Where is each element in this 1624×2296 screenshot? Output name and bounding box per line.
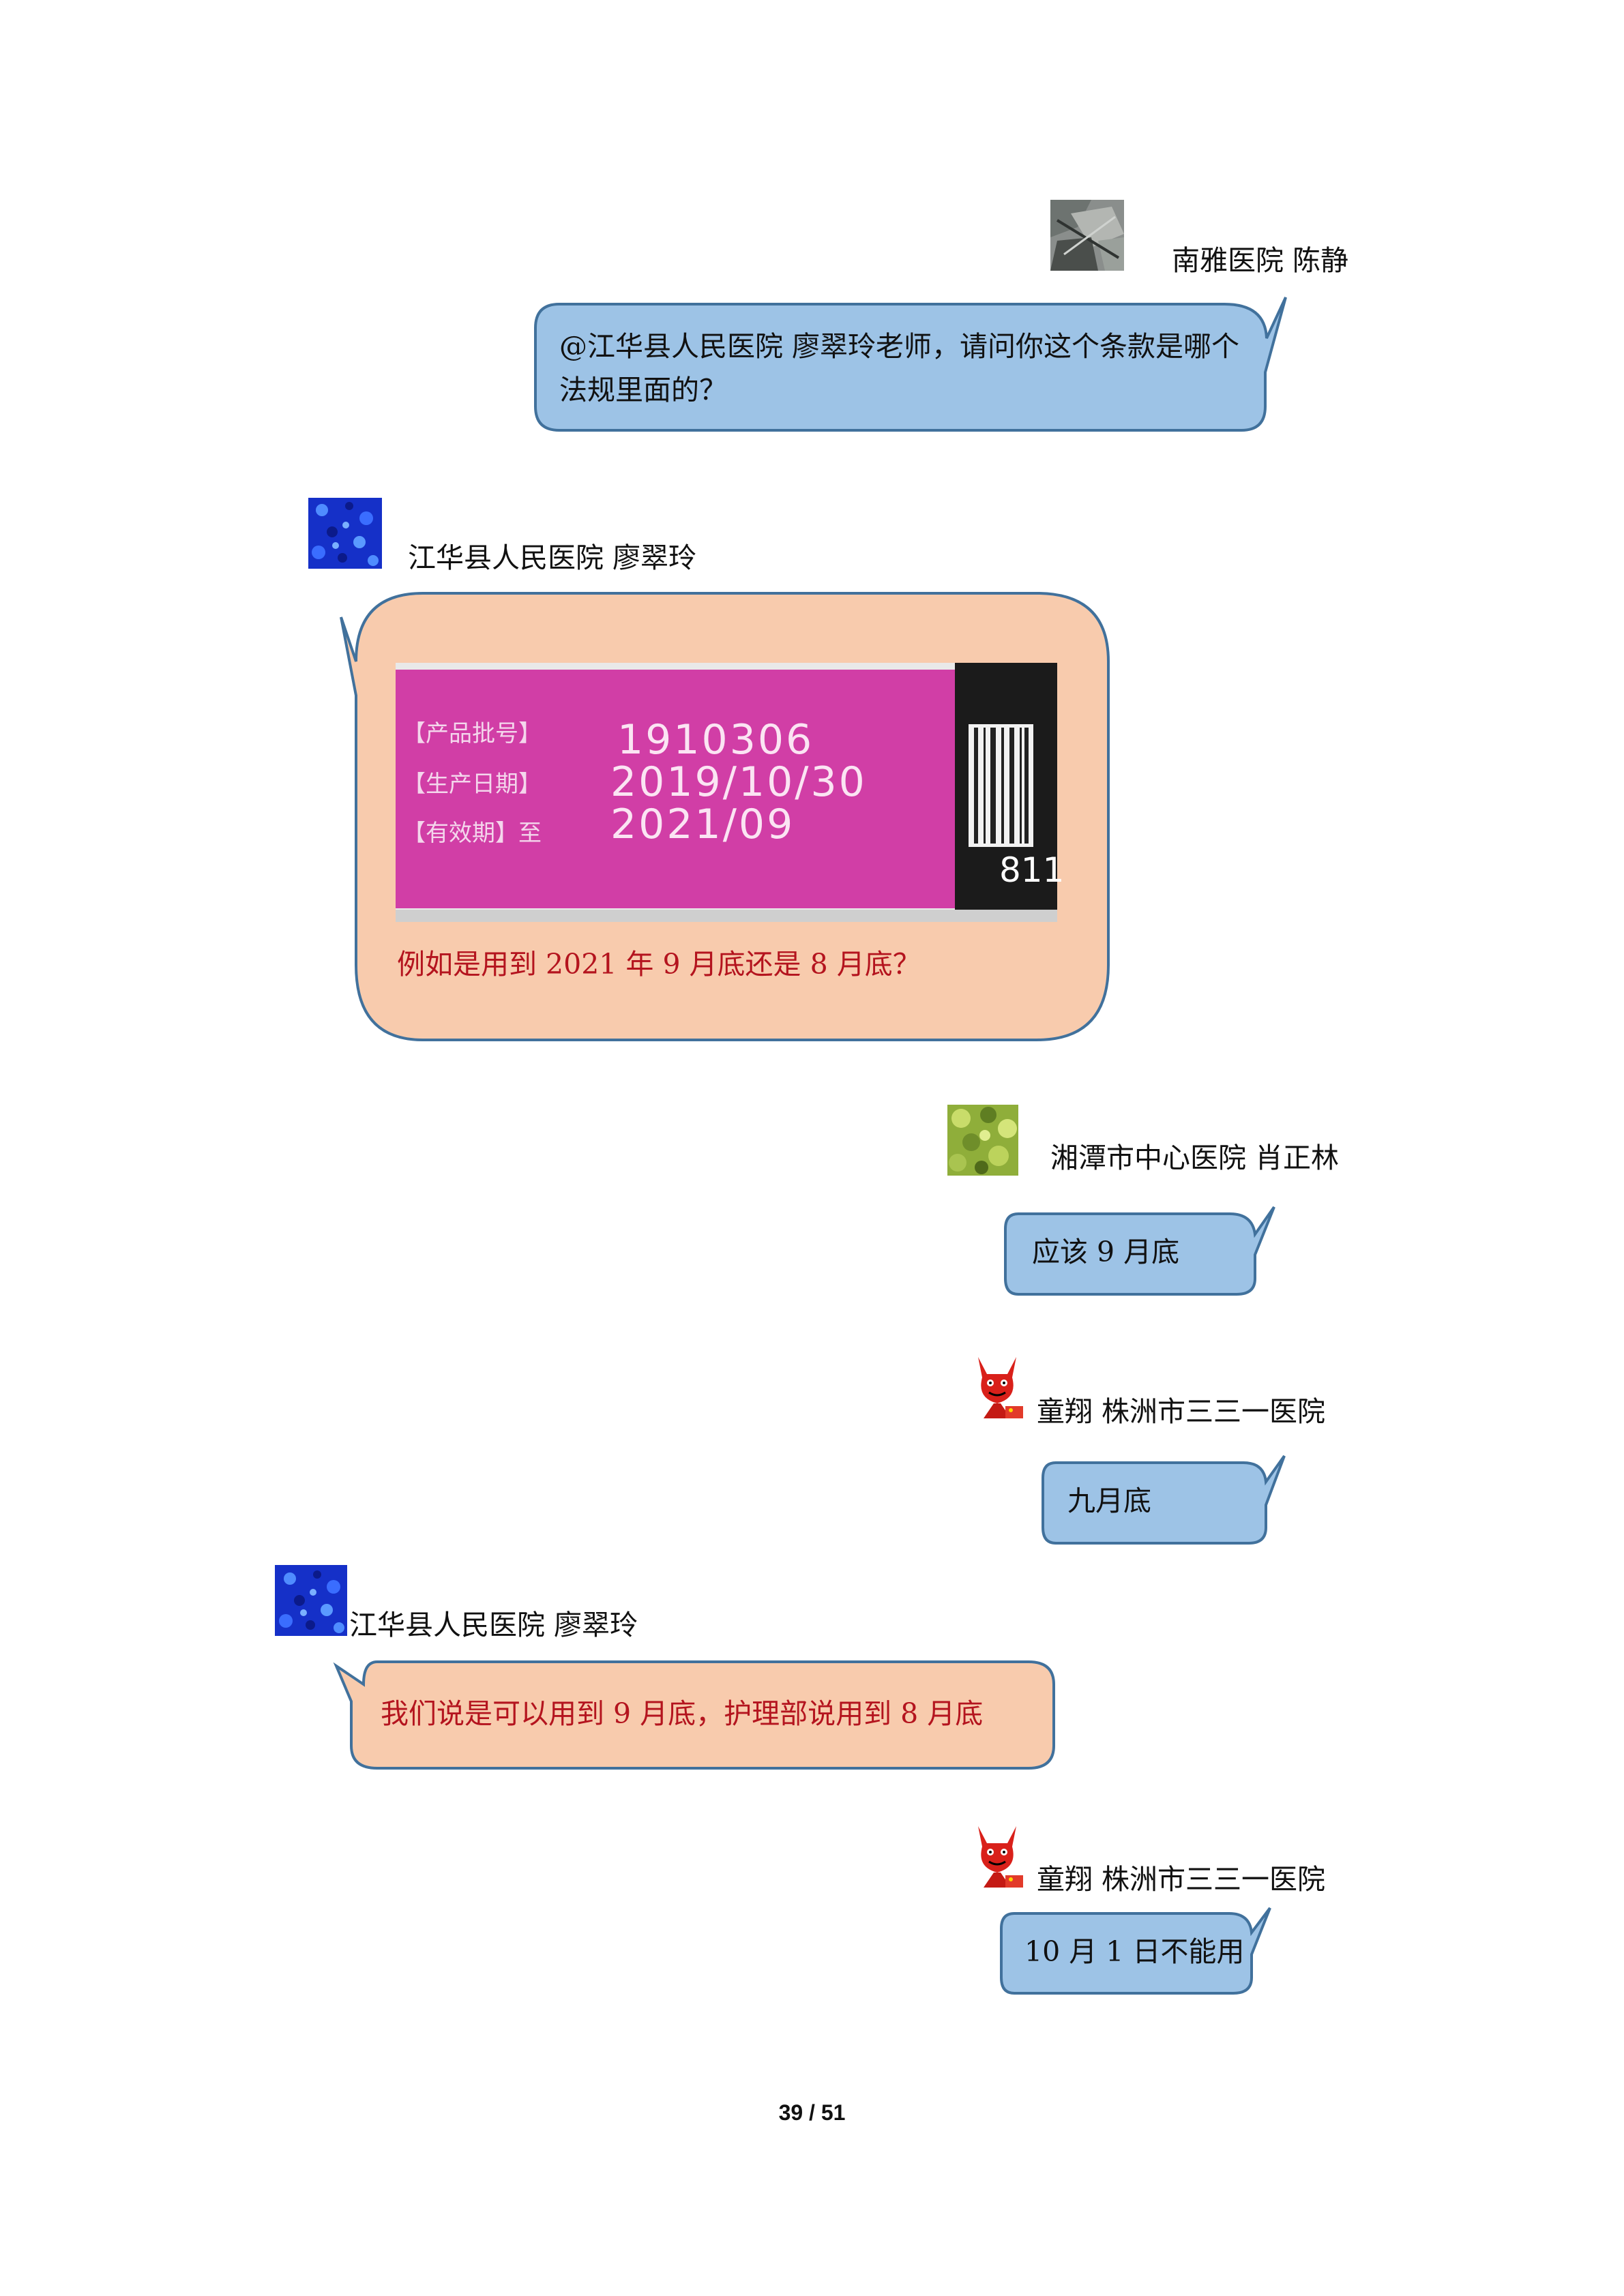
- page-number: 39 / 51: [778, 2100, 846, 2125]
- message-bubble: @江华县人民医院 廖翠玲老师，请问你这个条款是哪个法规里面的？: [529, 297, 1287, 441]
- message-text: 我们说是可以用到 9 月底，护理部说用到 8 月底: [381, 1697, 984, 1730]
- message-bubble: 我们说是可以用到 9 月底，护理部说用到 8 月底: [333, 1654, 1059, 1773]
- sender-name: 南雅医院 陈静: [1172, 244, 1349, 277]
- sender-name: 童翔 株洲市三三一医院: [1037, 1863, 1326, 1896]
- product-label-photo: 【产品批号】 1910306 【生产日期】 2019/10/30 【有效期】至 …: [396, 663, 1064, 922]
- message-bubble: 九月底: [1039, 1455, 1286, 1548]
- label-value: 2019/10/30: [610, 758, 867, 806]
- label-key: 【生产日期】: [402, 771, 542, 798]
- message-text: 应该 9 月底: [1032, 1236, 1180, 1268]
- sender-name: 湘潭市中心医院 肖正林: [1050, 1142, 1340, 1174]
- avatar-tongxiang: [963, 1819, 1031, 1891]
- sender-name: 江华县人民医院 廖翠玲: [408, 541, 697, 574]
- message-text: @江华县人民医院 廖翠玲老师，请问你这个条款是哪个法规里面的？: [559, 330, 1240, 406]
- barcode-digits: 811: [999, 850, 1065, 890]
- message-text: 九月底: [1067, 1485, 1151, 1517]
- label-key: 【有效期】至: [402, 820, 542, 847]
- sender-name: 江华县人民医院 廖翠玲: [349, 1609, 638, 1641]
- avatar-nanya: [1050, 200, 1124, 271]
- label-key: 【产品批号】: [402, 720, 542, 747]
- avatar-xiangtan: [947, 1105, 1018, 1176]
- avatar-jianghua: [275, 1565, 347, 1636]
- message-bubble: 10 月 1 日不能用: [997, 1907, 1271, 1998]
- message-bubble: 应该 9 月底: [1001, 1206, 1275, 1299]
- message-bubble: 【产品批号】 1910306 【生产日期】 2019/10/30 【有效期】至 …: [340, 586, 1119, 1043]
- label-value: 1910306: [617, 716, 814, 764]
- avatar-tongxiang: [963, 1350, 1031, 1422]
- message-text: 例如是用到 2021 年 9 月底还是 8 月底？: [397, 948, 921, 981]
- sender-name: 童翔 株洲市三三一医院: [1037, 1395, 1326, 1428]
- avatar-jianghua: [308, 498, 382, 569]
- label-value: 2021/09: [610, 801, 795, 848]
- message-text: 10 月 1 日不能用: [1024, 1935, 1245, 1968]
